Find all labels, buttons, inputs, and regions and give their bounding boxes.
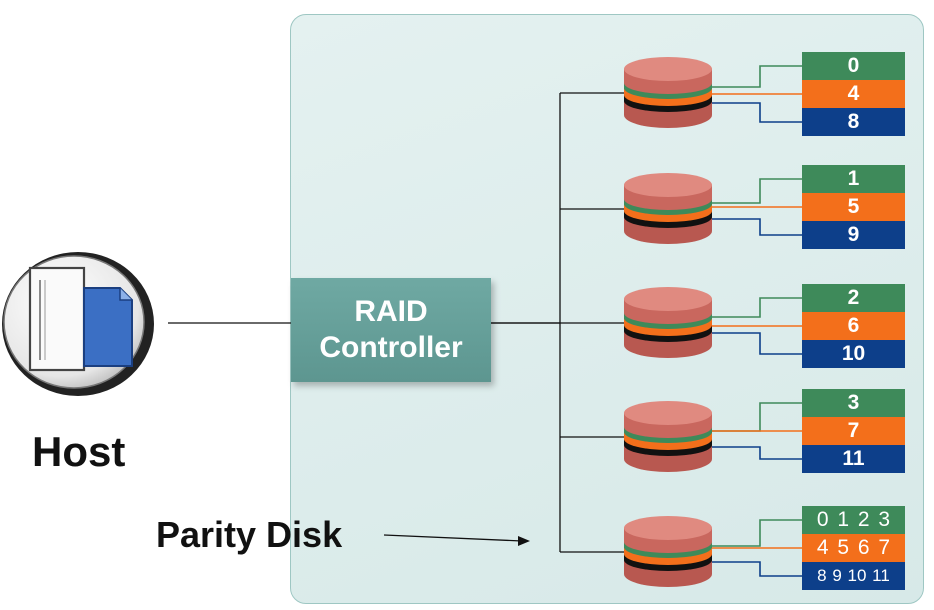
raid-controller-line1: RAID (354, 295, 428, 328)
stripe-wire-green (712, 297, 802, 318)
stripe-cell-orange: 6 (802, 312, 905, 340)
stripe-cell-orange: 7 (802, 417, 905, 445)
host-label: Host (32, 428, 126, 475)
stripe-wire-blue (712, 446, 802, 460)
parity-arrow (383, 534, 523, 542)
stripe-wire-green (712, 519, 802, 547)
stripe-cell-orange: 5 (802, 193, 905, 221)
stripe-cell-blue: 8 9 10 11 (802, 562, 905, 590)
stripe-cell-green: 0 (802, 52, 905, 80)
stripe-cell-blue: 11 (802, 445, 905, 473)
disk-icon (622, 285, 714, 361)
stripe-wire-green (712, 178, 802, 204)
stripe-cell-green: 3 (802, 389, 905, 417)
host-icon (0, 250, 170, 400)
raid-controller-line2: Controller (319, 331, 463, 364)
stripe-wire-green (712, 402, 802, 432)
parity-arrowhead (518, 536, 530, 546)
disk-icon (622, 55, 714, 131)
raid-controller: RAID Controller (291, 278, 491, 382)
parity-disk-label: Parity Disk (156, 514, 343, 555)
stripe-cell-blue: 10 (802, 340, 905, 368)
stripe-cell-orange: 4 (802, 80, 905, 108)
disk-icon (622, 399, 714, 475)
stripe-cell-green: 1 (802, 165, 905, 193)
stripe-cell-blue: 9 (802, 221, 905, 249)
stripe-wire-blue (712, 332, 802, 355)
stripe-wire-blue (712, 102, 802, 123)
stripe-cell-green: 0 1 2 3 (802, 506, 905, 534)
stripe-cell-green: 2 (802, 284, 905, 312)
stripe-cell-blue: 8 (802, 108, 905, 136)
stripe-wire-blue (712, 561, 802, 577)
disk-icon (622, 171, 714, 247)
stripe-cell-orange: 4 5 6 7 (802, 534, 905, 562)
stripe-wire-green (712, 65, 802, 88)
parity-disk-icon (622, 514, 714, 590)
stripe-wire-blue (712, 218, 802, 236)
